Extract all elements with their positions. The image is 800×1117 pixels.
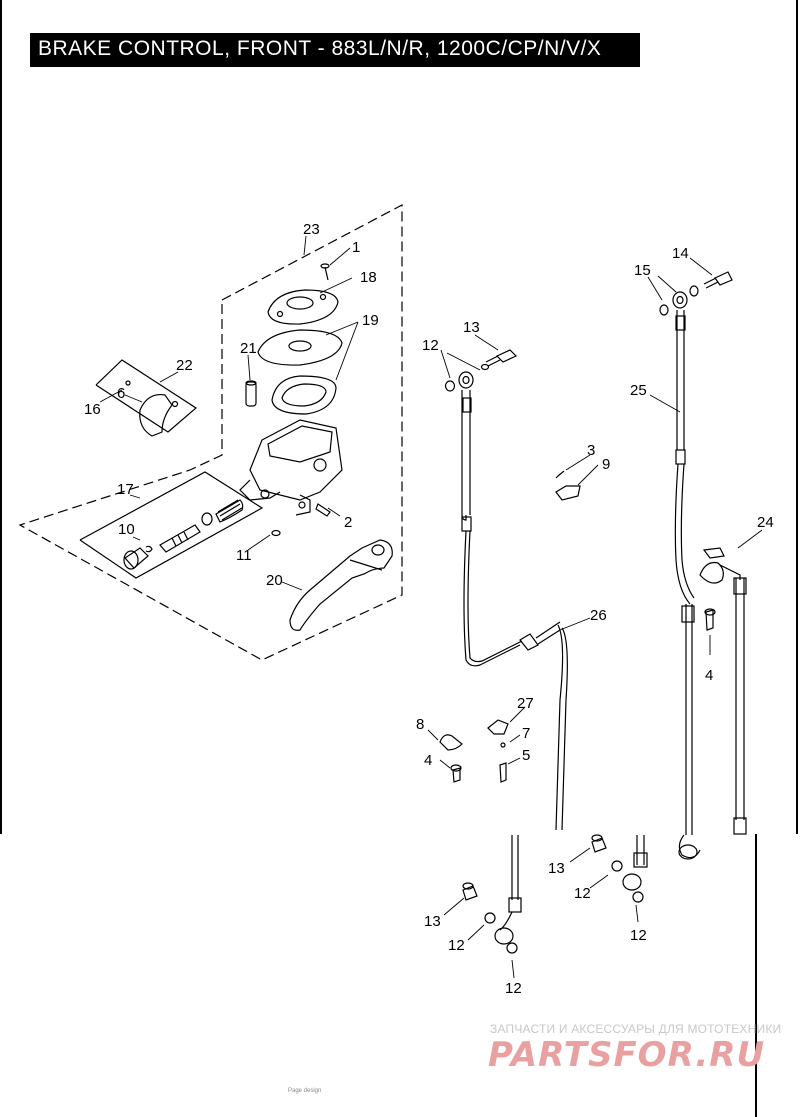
- screw-5: [499, 762, 507, 783]
- watermark-logo: PARTSFOR.RU: [488, 1035, 766, 1075]
- callout-14: 14: [672, 245, 689, 262]
- callout-6: 6: [117, 385, 125, 402]
- watermark-subtitle: ЗАПЧАСТИ И АКСЕССУАРЫ ДЛЯ МОТОТЕХНИКИ: [490, 1022, 782, 1036]
- callout-25: 25: [630, 382, 647, 399]
- callout-4-right: 4: [705, 667, 713, 684]
- caliper-end-middle: [591, 834, 648, 903]
- page-border-right: [796, 0, 798, 834]
- callout-13-a: 13: [463, 319, 480, 336]
- kit-boundary-17: [79, 471, 264, 579]
- callout-24: 24: [757, 514, 774, 531]
- callout-8: 8: [416, 716, 424, 733]
- brake-lever-20: [289, 539, 393, 631]
- reservoir-cover-18: [267, 289, 339, 325]
- page-border-left: [0, 0, 2, 834]
- callout-13-c: 13: [424, 913, 441, 930]
- title-bar: BRAKE CONTROL, FRONT - 883L/N/R, 1200C/C…: [30, 33, 640, 67]
- clip-9: [555, 470, 581, 501]
- callout-4-left: 4: [424, 752, 432, 769]
- screw-4-left: [450, 764, 462, 783]
- piston-kit-17: [123, 499, 244, 570]
- banjo-bolt-14: [703, 271, 733, 289]
- callout-5: 5: [522, 747, 530, 764]
- washers-15: [659, 285, 699, 316]
- pivot-pin-21: [245, 380, 257, 407]
- footer-note: Page design: [288, 1088, 322, 1094]
- callout-27: 27: [517, 695, 534, 712]
- brake-line-26: [458, 371, 568, 831]
- master-cylinder-body: [239, 419, 343, 516]
- callout-12-c: 12: [630, 927, 647, 944]
- callout-11: 11: [236, 547, 252, 564]
- diagram-title: BRAKE CONTROL, FRONT - 883L/N/R, 1200C/C…: [38, 37, 602, 60]
- callout-20: 20: [266, 572, 283, 589]
- banjo-bolt-13-upper: [480, 349, 518, 371]
- clamp-27: [487, 719, 509, 748]
- washer-12-upper: [444, 380, 456, 392]
- callout-1: 1: [352, 239, 360, 256]
- diaphragm-plate-19: [257, 329, 343, 366]
- cover-screw: [320, 263, 330, 281]
- brake-line-25: [672, 291, 701, 860]
- assembly-boundary-23: [18, 204, 403, 661]
- callout-2: 2: [344, 514, 352, 531]
- callout-19: 19: [362, 312, 379, 329]
- callout-9: 9: [602, 456, 610, 473]
- callout-23: 23: [303, 221, 320, 238]
- callout-16: 16: [84, 401, 101, 418]
- bleeder-2: [315, 503, 331, 517]
- kit-boundary-22: [95, 359, 197, 433]
- diaphragm-19: [271, 375, 337, 415]
- callout-12-b: 12: [574, 885, 591, 902]
- callout-7: 7: [522, 725, 530, 742]
- callout-10: 10: [118, 521, 135, 538]
- callout-26: 26: [590, 607, 607, 624]
- callout-21: 21: [240, 340, 257, 357]
- callout-22: 22: [176, 357, 193, 374]
- callout-13-b: 13: [548, 860, 565, 877]
- bottom-frame: [755, 834, 757, 1117]
- callout-12-a: 12: [422, 337, 439, 354]
- leader-lines: [99, 235, 763, 979]
- callout-15: 15: [634, 262, 651, 279]
- screw-4-right: [704, 608, 716, 631]
- bracket-24: [699, 547, 747, 835]
- callout-12-e: 12: [505, 980, 522, 997]
- callout-labels: 23 1 18 19 21 22 6 16 17 10 11 2 20 12 1…: [84, 221, 774, 997]
- caliper-end-left: [462, 835, 522, 954]
- reservoir-clamp-16: [125, 380, 179, 437]
- callout-12-d: 12: [448, 937, 465, 954]
- callout-3: 3: [587, 442, 595, 459]
- o-ring-11: [271, 529, 281, 537]
- callout-18: 18: [360, 269, 377, 286]
- callout-17: 17: [117, 481, 134, 498]
- clip-8: [439, 734, 463, 751]
